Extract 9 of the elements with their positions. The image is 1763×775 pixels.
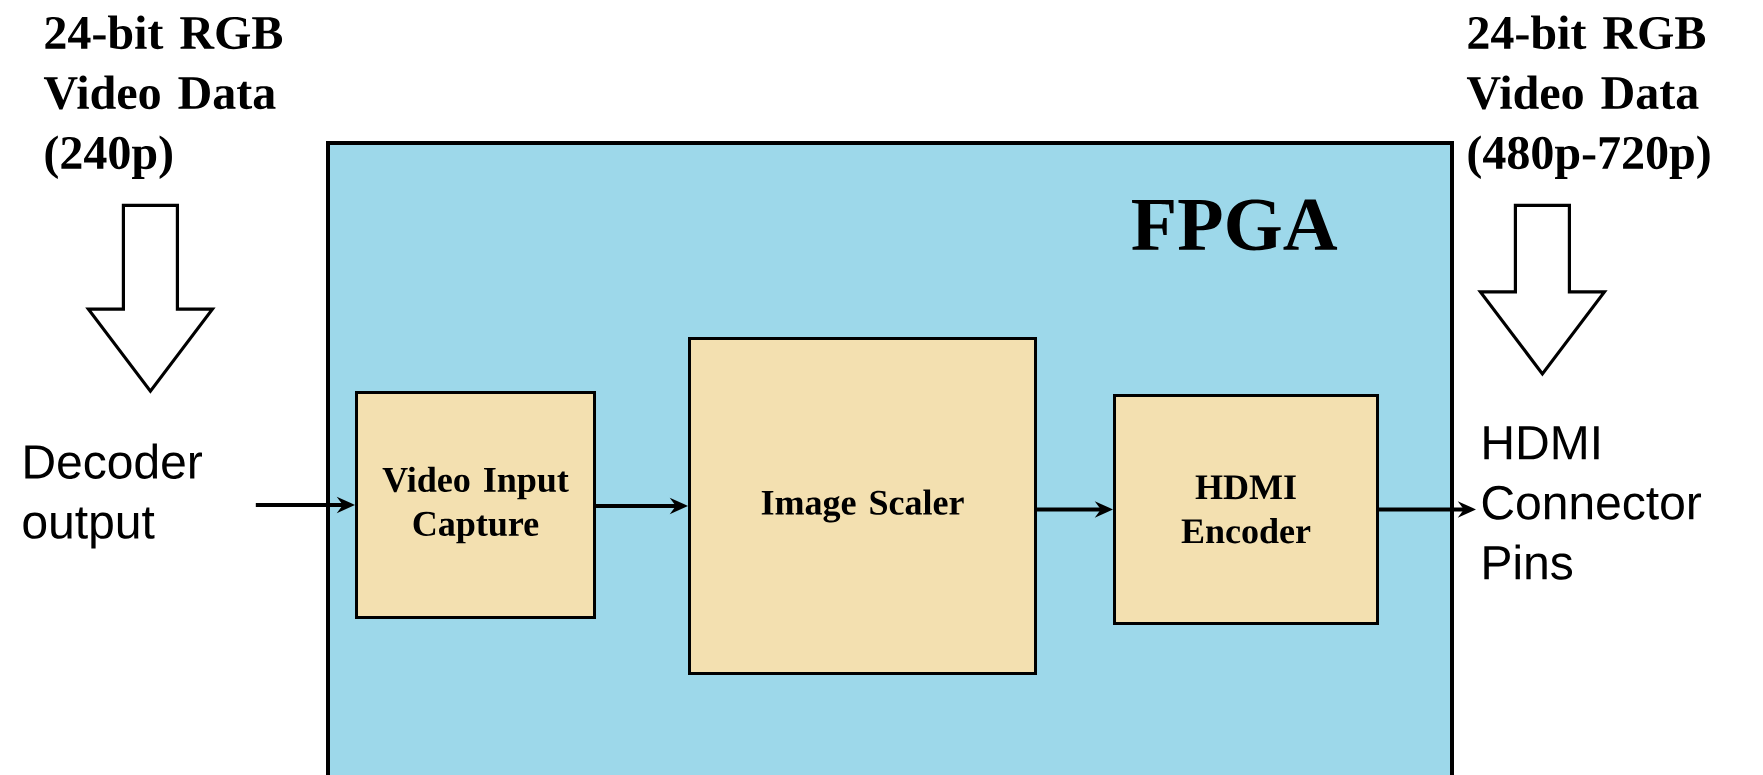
- process-box: HDMI Encoder: [1113, 394, 1379, 625]
- block-arrow: [1477, 203, 1608, 377]
- process-box: Video Input Capture: [355, 391, 596, 619]
- data-label: 24-bit RGB Video Data (480p-720p): [1466, 15, 1710, 179]
- data-label: 24-bit RGB Video Data (240p): [43, 15, 283, 179]
- process-box: Image Scaler: [688, 337, 1037, 675]
- port-label: HDMI Connector Pins: [1482, 426, 1702, 580]
- block-arrow: [85, 203, 216, 394]
- port-label: Decoder output: [23, 443, 202, 549]
